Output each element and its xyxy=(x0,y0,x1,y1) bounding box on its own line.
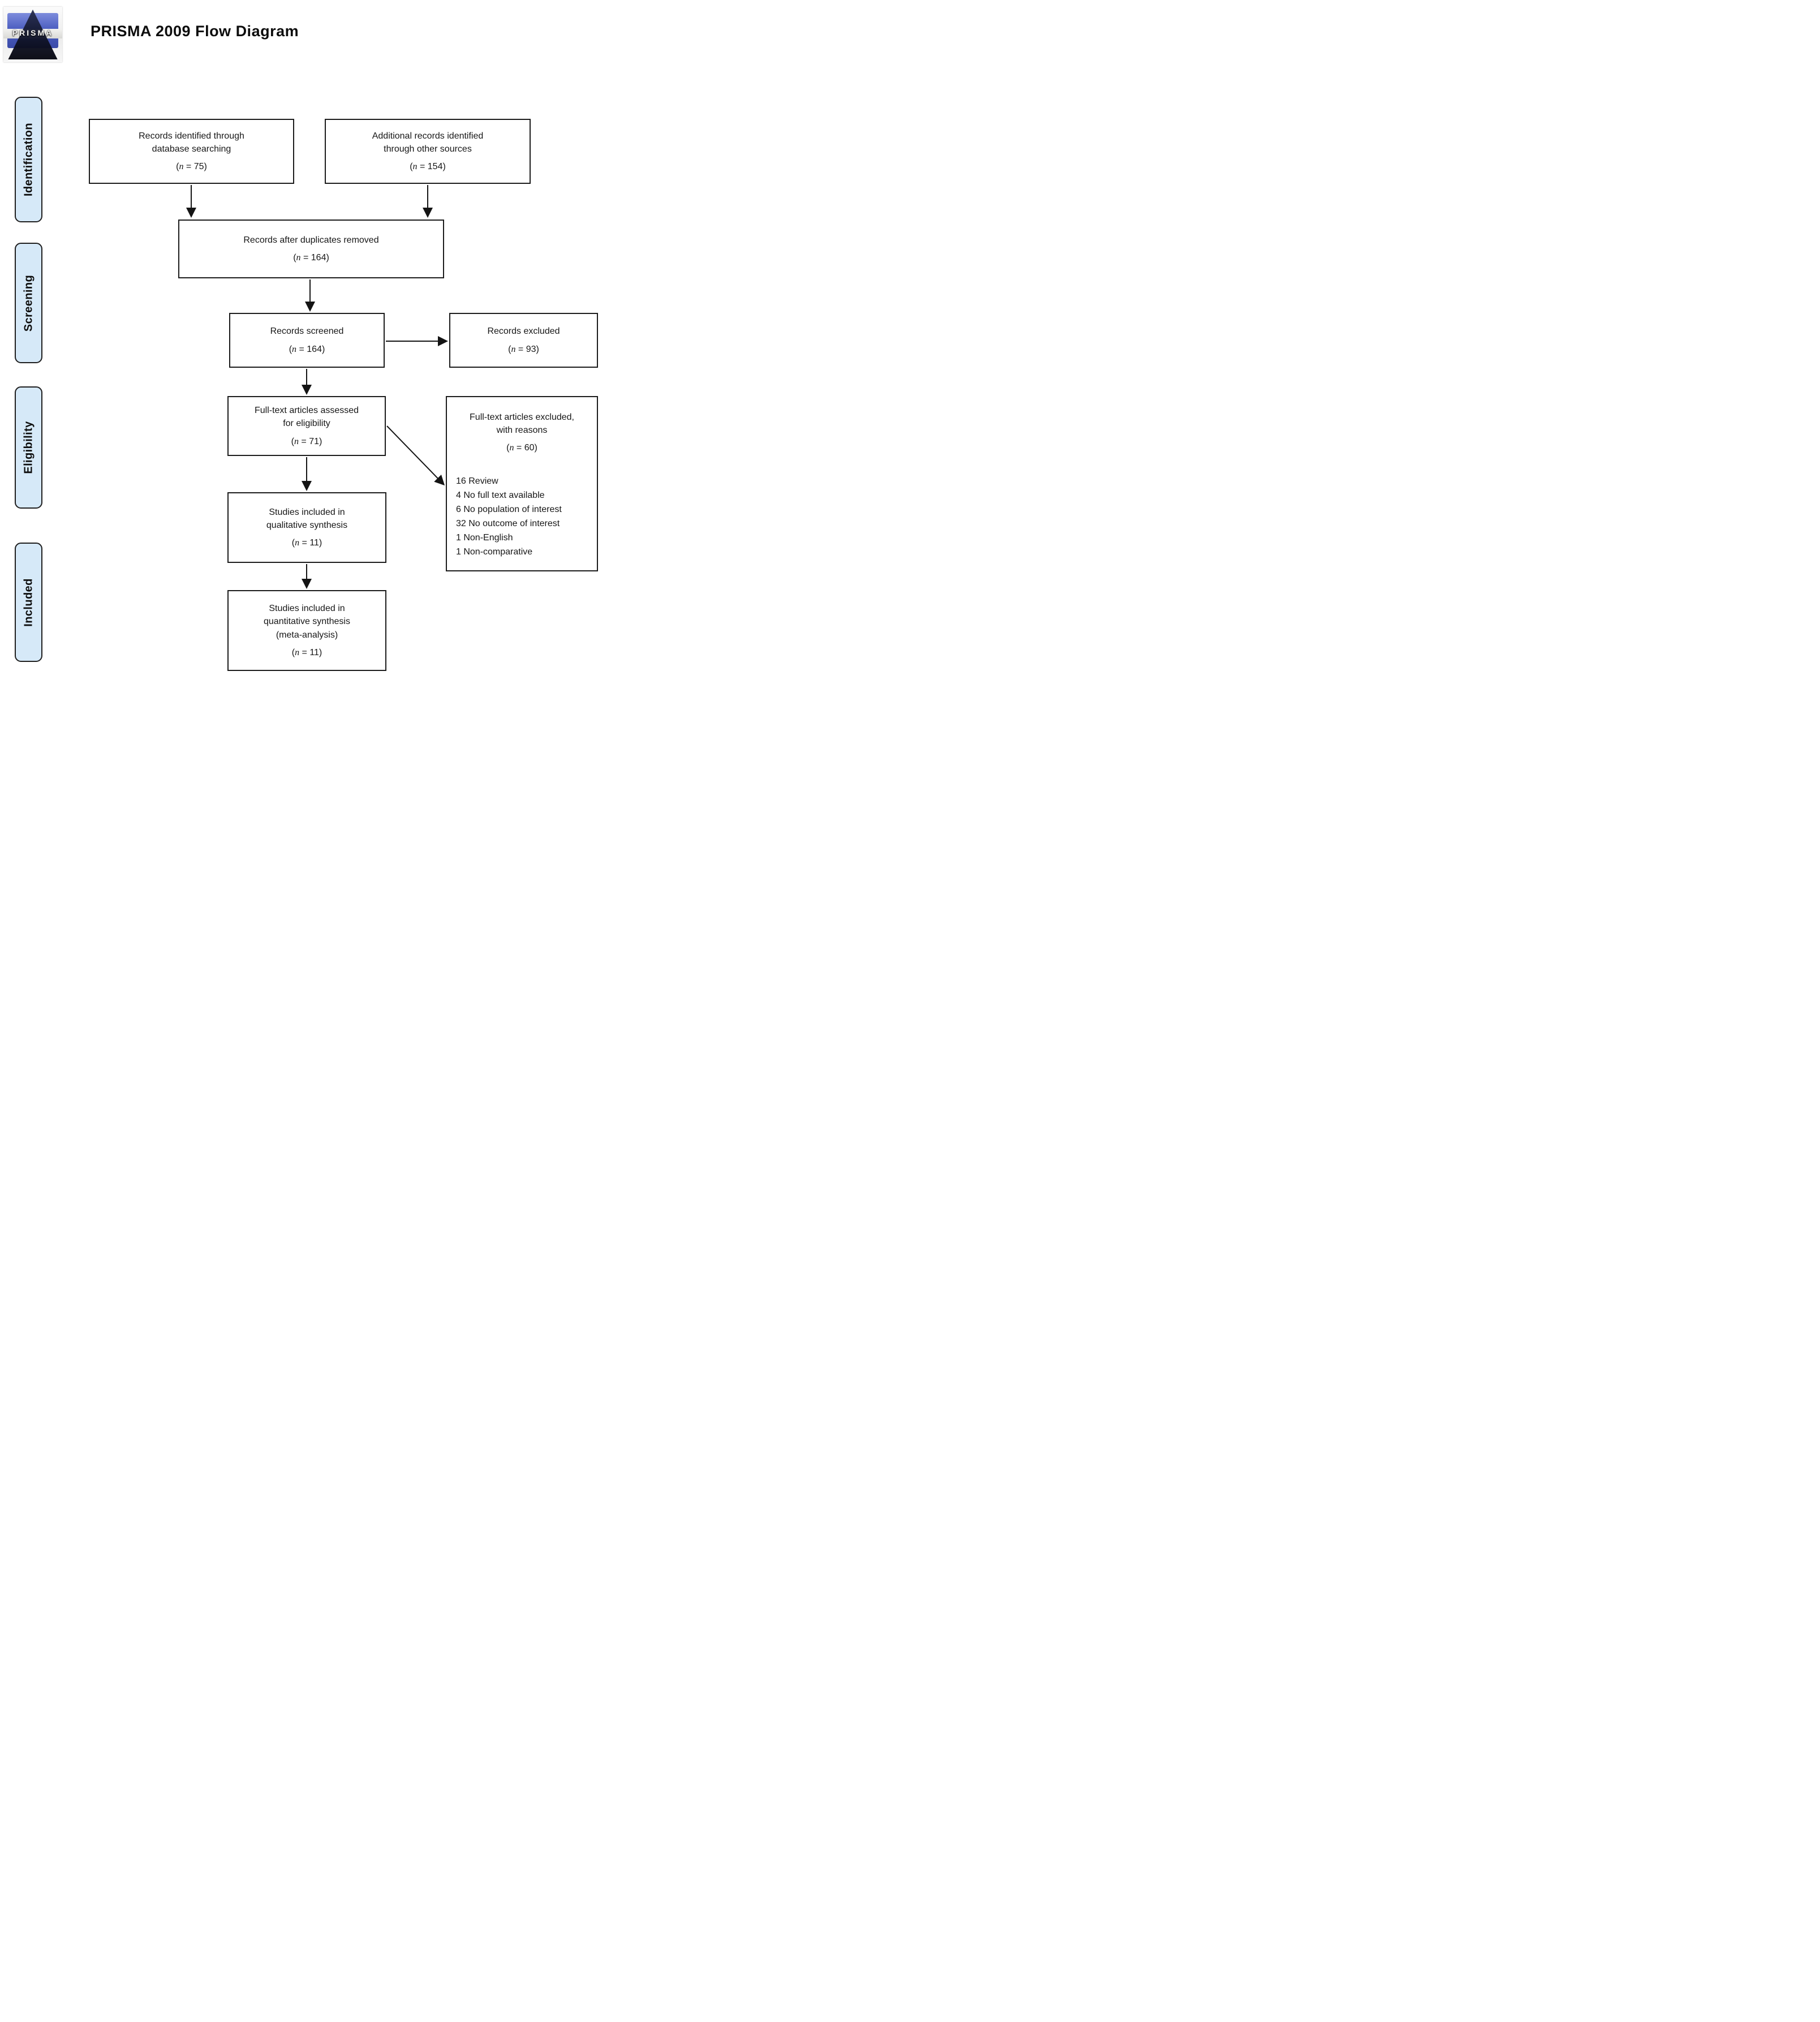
box-fulltext-excluded-count: (n = 60) xyxy=(506,443,537,453)
box-duplicates-removed-count: (n = 164) xyxy=(293,253,329,263)
logo-wordmark: PRISMA xyxy=(12,28,54,38)
exclusion-reason-item: 32 No outcome of interest xyxy=(456,518,560,528)
box-duplicates-removed-label: Records after duplicates removed xyxy=(243,235,379,245)
box-records-excluded: Records excluded (n = 93) xyxy=(449,313,598,368)
exclusion-reasons-list: 16 Review 4 No full text available 6 No po… xyxy=(453,474,562,559)
exclusion-reason-item: 6 No population of interest xyxy=(456,504,562,514)
stage-identification-label: Identification xyxy=(22,122,35,197)
arrow-fulltext-to-excluded xyxy=(386,425,445,486)
box-fulltext-excluded: Full-text articles excluded,with reasons… xyxy=(446,396,598,571)
stage-included: Included xyxy=(15,543,42,662)
exclusion-reason-item: 16 Review xyxy=(456,476,498,486)
box-records-screened-count: (n = 164) xyxy=(289,344,325,354)
box-records-identified-count: (n = 75) xyxy=(176,162,207,172)
exclusion-reason-item: 1 Non-English xyxy=(456,532,513,543)
stage-eligibility-label: Eligibility xyxy=(22,421,35,474)
page-title: PRISMA 2009 Flow Diagram xyxy=(91,23,299,40)
box-records-excluded-count: (n = 93) xyxy=(508,344,539,354)
stage-included-label: Included xyxy=(22,578,35,627)
stage-screening-label: Screening xyxy=(22,274,35,332)
box-records-screened: Records screened (n = 164) xyxy=(229,313,385,368)
box-fulltext-excluded-label: Full-text articles excluded,with reasons xyxy=(470,412,574,436)
exclusion-reason-item: 4 No full text available xyxy=(456,490,545,500)
box-duplicates-removed: Records after duplicates removed (n = 16… xyxy=(178,220,444,278)
prisma-logo: PRISMA xyxy=(3,7,62,62)
stage-eligibility: Eligibility xyxy=(15,386,42,509)
prisma-flow-diagram: PRISMA PRISMA 2009 Flow Diagram Identifi… xyxy=(0,0,606,674)
box-quantitative-synthesis-count: (n = 11) xyxy=(291,647,322,657)
box-records-screened-label: Records screened xyxy=(270,326,344,337)
box-qualitative-synthesis-count: (n = 11) xyxy=(291,538,322,548)
box-records-excluded-label: Records excluded xyxy=(487,326,560,337)
stage-identification: Identification xyxy=(15,97,42,222)
box-fulltext-assessed-count: (n = 71) xyxy=(291,436,322,446)
stage-screening: Screening xyxy=(15,243,42,363)
exclusion-reason-item: 1 Non-comparative xyxy=(456,547,533,557)
box-additional-records-count: (n = 154) xyxy=(410,162,446,172)
